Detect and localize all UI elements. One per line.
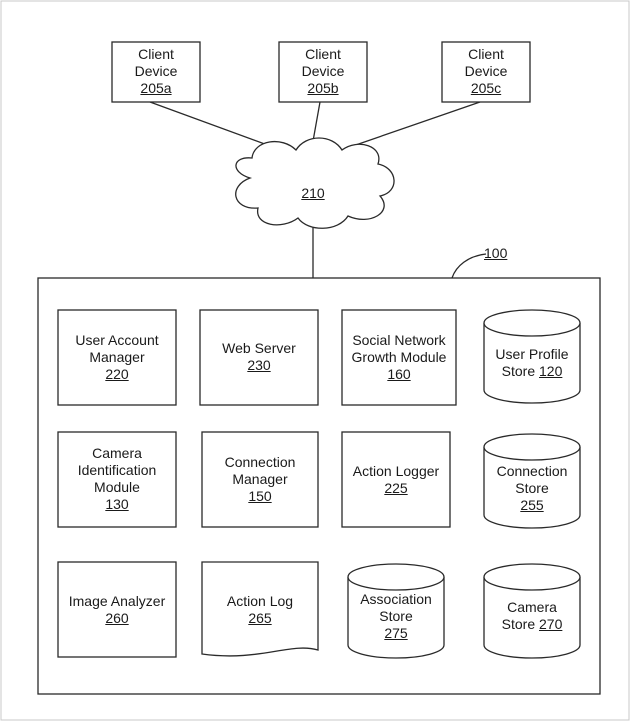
camera-identification-module-box xyxy=(57,431,177,528)
client-device-205a-ref: 205a xyxy=(140,80,172,96)
connection-manager-label: Connection Manager 150 xyxy=(202,454,318,505)
client-device-205b-ref: 205b xyxy=(307,80,339,96)
association-store-line-2: Store xyxy=(379,608,413,624)
client-device-205c-ref: 205c xyxy=(470,80,502,96)
connection-store-label: Connection Store 255 xyxy=(484,463,580,514)
action-log-ref: 265 xyxy=(248,610,272,626)
client-device-205a-line-2: Device xyxy=(134,63,178,79)
web-server-line-1: Web Server xyxy=(222,340,296,356)
image-analyzer-label: Image Analyzer 260 xyxy=(58,593,176,627)
web-server-label: Web Server 230 xyxy=(200,340,318,374)
camera-identification-module-ref: 130 xyxy=(105,496,129,512)
network-label: 210 xyxy=(283,185,343,202)
association-store-ref: 275 xyxy=(384,625,408,641)
web-server-box xyxy=(199,309,319,406)
connection-manager-box xyxy=(201,431,319,528)
network-ref: 210 xyxy=(301,185,325,201)
image-analyzer-box xyxy=(57,561,177,658)
client-device-box-205b xyxy=(278,41,368,103)
action-log-document-shape xyxy=(201,561,319,657)
user-account-manager-ref: 220 xyxy=(105,366,129,382)
client-device-205b-label: Client Device 205b xyxy=(279,46,367,97)
action-logger-ref: 225 xyxy=(384,480,408,496)
association-store-label: Association Store 275 xyxy=(348,591,444,642)
image-analyzer-ref: 260 xyxy=(105,610,129,626)
camera-store-line-2: Store xyxy=(501,616,536,632)
user-profile-store-ref: 120 xyxy=(539,363,563,379)
network-cloud xyxy=(235,137,395,229)
social-network-growth-module-box xyxy=(341,309,457,406)
association-store-cylinder xyxy=(347,563,445,659)
action-logger-box xyxy=(341,431,451,528)
camera-identification-module-line-2: Identification xyxy=(77,462,157,478)
camera-identification-module-line-3: Module xyxy=(94,479,140,495)
connection-manager-line-2: Manager xyxy=(232,471,288,487)
connection-store-line-2: Store xyxy=(515,480,549,496)
client-device-205c-line-1: Client xyxy=(468,46,504,62)
camera-store-label: Camera Store 270 xyxy=(484,599,580,633)
user-account-manager-line-2: Manager xyxy=(89,349,145,365)
client-device-box-205a xyxy=(111,41,201,103)
camera-store-line-1: Camera xyxy=(507,599,557,615)
social-network-growth-module-line-1: Social Network xyxy=(352,332,446,348)
user-profile-store-label: User Profile Store 120 xyxy=(484,346,580,380)
connection-store-ref: 255 xyxy=(520,497,544,513)
action-log-label: Action Log 265 xyxy=(202,593,318,627)
camera-identification-module-label: Camera Identification Module 130 xyxy=(58,445,176,513)
social-network-growth-module-label: Social Network Growth Module 160 xyxy=(342,332,456,383)
system-ref: 100 xyxy=(484,245,508,261)
action-log-line-1: Action Log xyxy=(226,593,294,609)
camera-store-cylinder xyxy=(483,563,581,659)
client-device-205b-line-1: Client xyxy=(305,46,341,62)
connection-manager-line-1: Connection xyxy=(224,454,296,470)
camera-identification-module-line-1: Camera xyxy=(92,445,142,461)
client-device-box-205c xyxy=(441,41,531,103)
user-account-manager-label: User Account Manager 220 xyxy=(58,332,176,383)
client-device-205a-line-1: Client xyxy=(138,46,174,62)
system-leader-line xyxy=(451,253,487,279)
social-network-growth-module-line-2: Growth Module xyxy=(351,349,447,365)
action-logger-line-1: Action Logger xyxy=(352,463,440,479)
web-server-ref: 230 xyxy=(247,357,271,373)
connection-store-cylinder xyxy=(483,433,581,529)
system-label: 100 xyxy=(484,245,524,262)
user-profile-store-cylinder xyxy=(483,309,581,404)
client-device-205c-label: Client Device 205c xyxy=(442,46,530,97)
connection-manager-ref: 150 xyxy=(248,488,272,504)
user-account-manager-box xyxy=(57,309,177,406)
image-analyzer-line-1: Image Analyzer xyxy=(68,593,166,609)
client-device-205c-line-2: Device xyxy=(464,63,508,79)
client-device-205a-label: Client Device 205a xyxy=(112,46,200,97)
connection-store-line-1: Connection xyxy=(496,463,568,479)
action-logger-label: Action Logger 225 xyxy=(342,463,450,497)
client-device-205b-line-2: Device xyxy=(301,63,345,79)
user-account-manager-line-1: User Account xyxy=(75,332,159,348)
user-profile-store-line-1: User Profile xyxy=(495,346,569,362)
user-profile-store-line-2: Store xyxy=(501,363,536,379)
camera-store-ref: 270 xyxy=(539,616,563,632)
association-store-line-1: Association xyxy=(360,591,432,607)
social-network-growth-module-ref: 160 xyxy=(387,366,411,382)
